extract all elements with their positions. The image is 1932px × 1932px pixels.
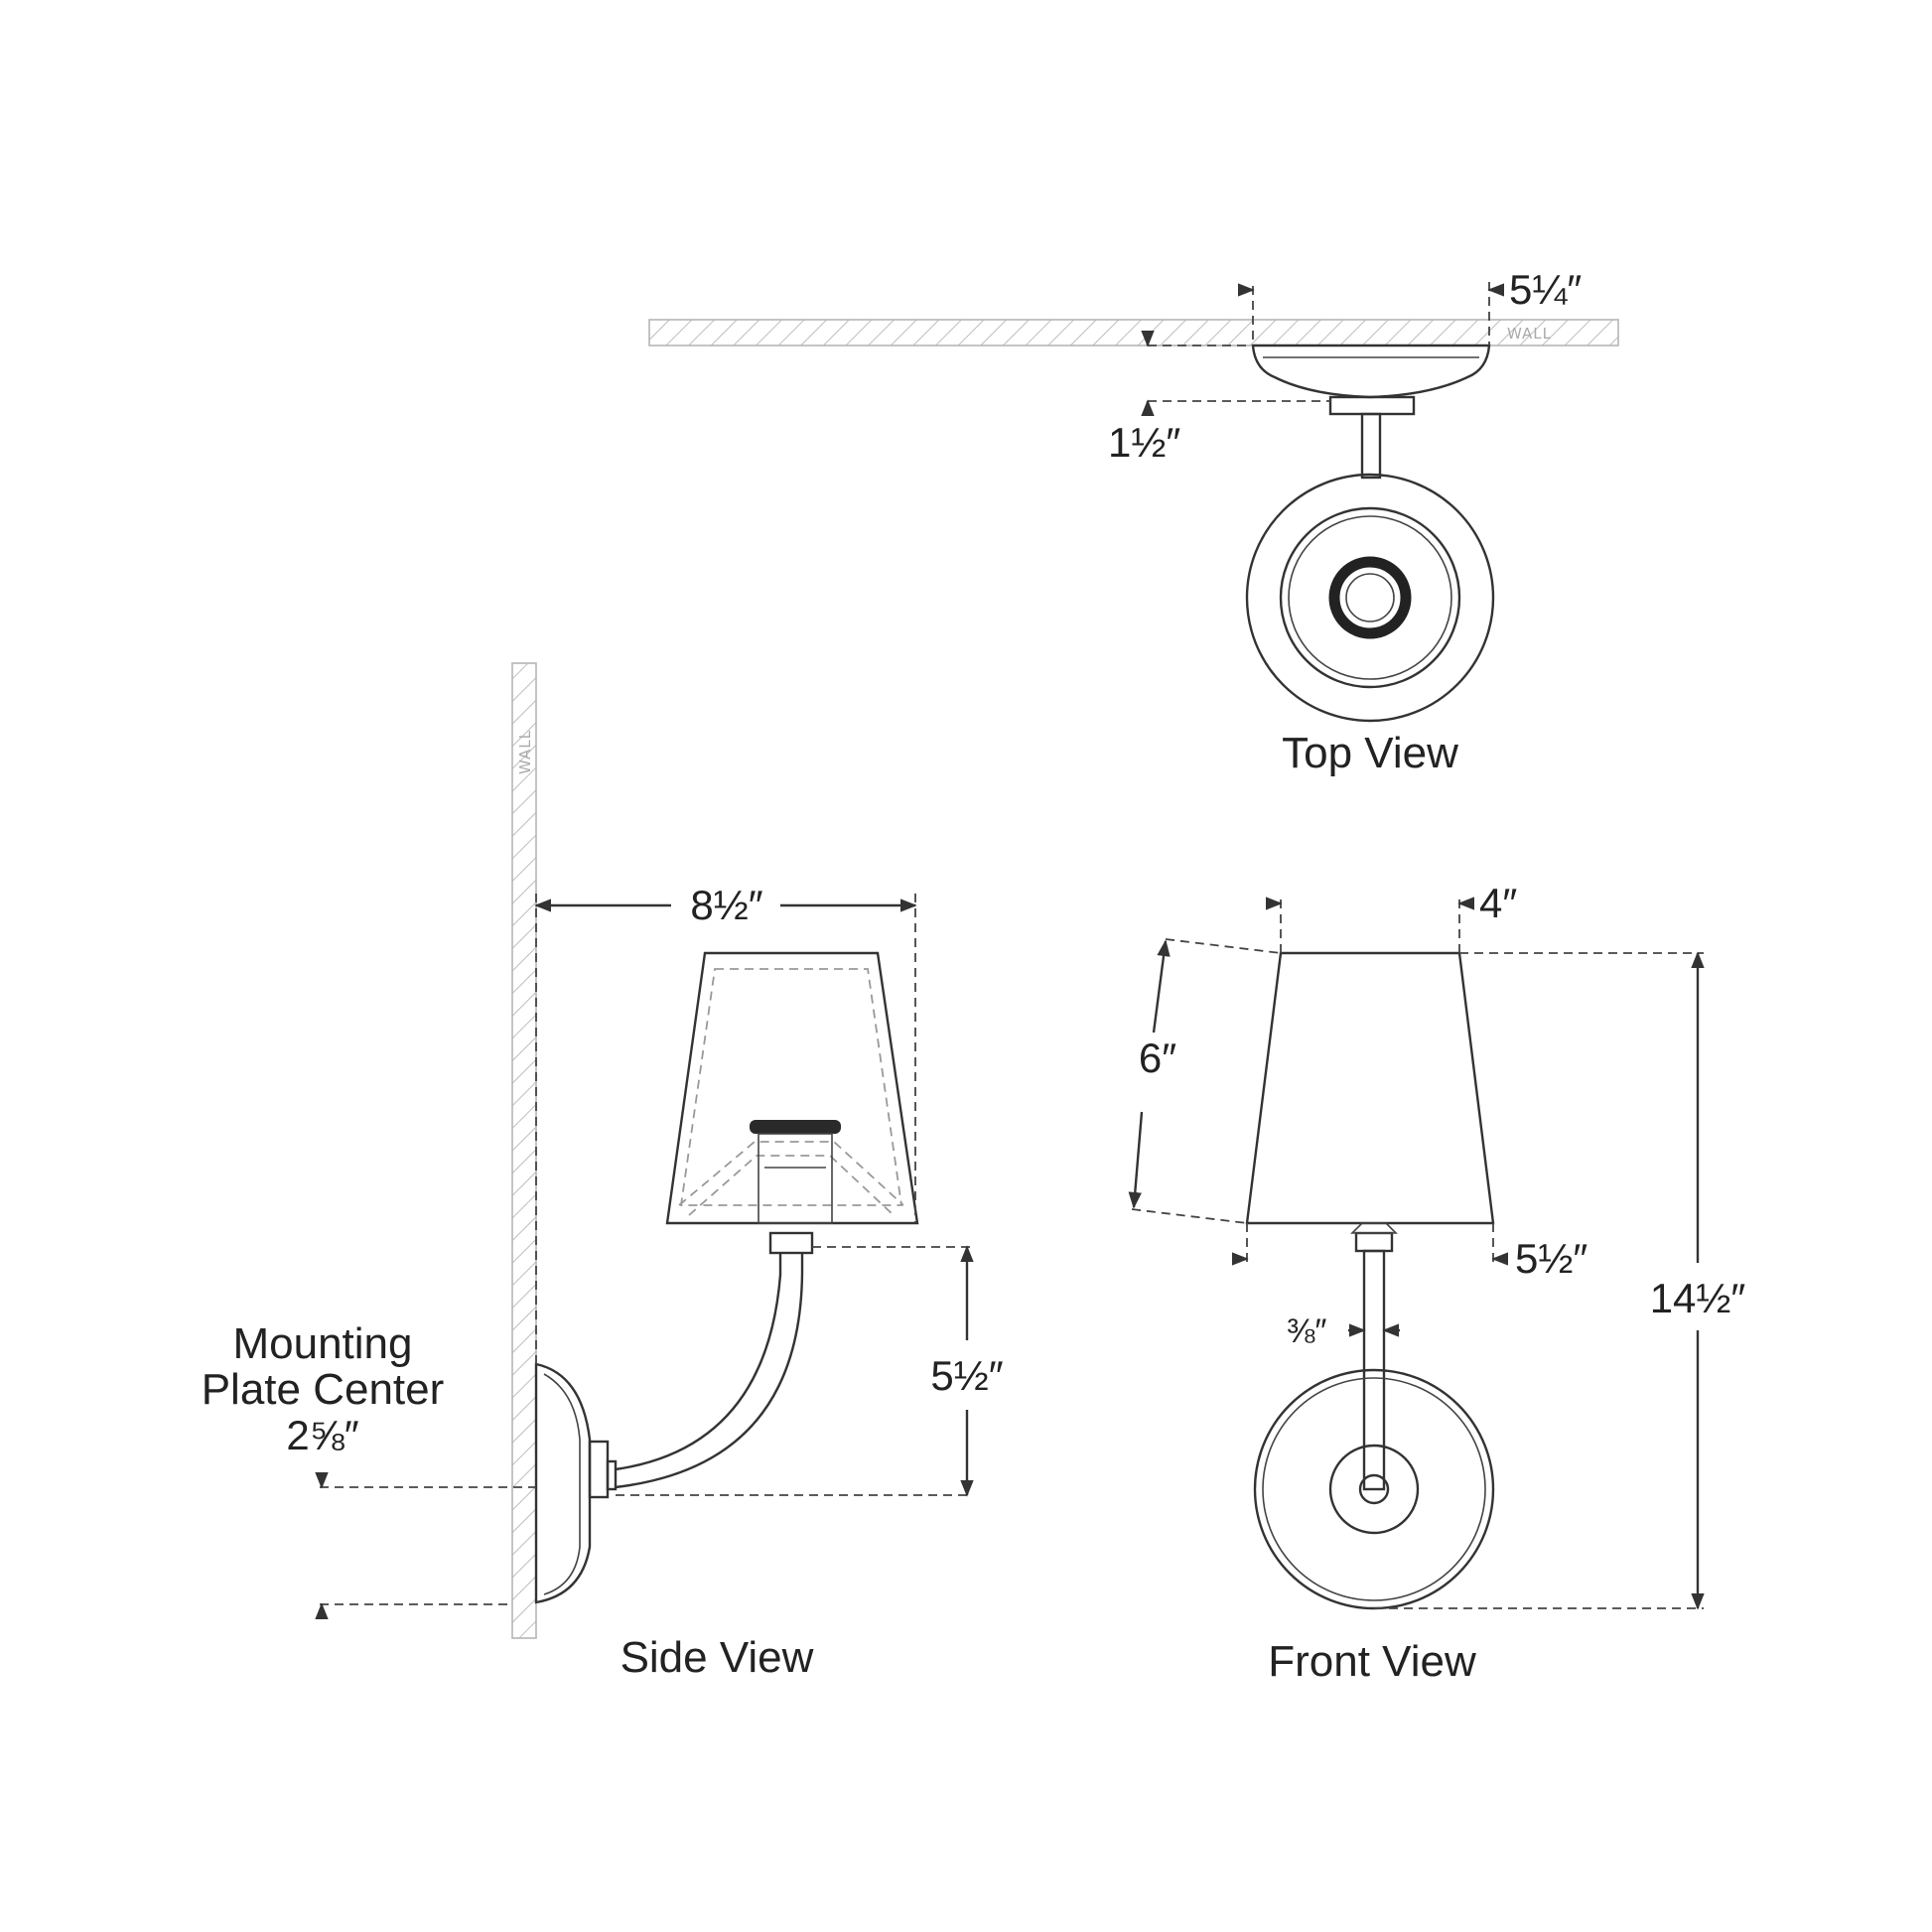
top-arm-collar (1328, 395, 1416, 416)
front-arm-end (1358, 1473, 1390, 1505)
front-backplate-inner (1262, 1377, 1486, 1601)
front-height-dim-bottom (1128, 1111, 1144, 1209)
side-mount-value: 2⅝″ (286, 1412, 358, 1458)
top-view-title: Top View (1282, 729, 1458, 777)
side-shade-liner (679, 968, 903, 1206)
top-shade-outer (1245, 473, 1495, 723)
front-shade-fitter (1354, 1231, 1394, 1253)
side-shade (665, 951, 919, 1225)
side-extension-label: 8½″ (690, 882, 762, 928)
top-depth-label: 1½″ (1108, 419, 1180, 466)
side-arm-knuckle (606, 1459, 618, 1491)
top-wall-tag: WALL (1507, 325, 1552, 343)
front-backplate-collar (1328, 1444, 1420, 1535)
top-socket-center (1345, 573, 1395, 622)
side-wall (511, 662, 537, 1639)
top-shade-inner-rim (1288, 515, 1452, 680)
front-view-title: Front View (1268, 1637, 1476, 1686)
side-view-title: Side View (621, 1633, 814, 1682)
side-arm-height-label: 5½″ (930, 1352, 1003, 1399)
side-mounting-plate (534, 1362, 592, 1604)
top-wall (648, 319, 1619, 346)
front-shade-bottom-label: 5½″ (1515, 1235, 1587, 1282)
side-arm-collar (588, 1440, 610, 1499)
side-diffuser-inner (688, 1155, 895, 1216)
side-mounting-plate-rim (543, 1373, 581, 1595)
side-wall-tag: WALL (516, 730, 534, 774)
front-shade-top-label: 4″ (1479, 880, 1517, 926)
side-socket-cap (750, 1120, 841, 1134)
top-view: WALL 5¼″ 1½″ Top View (648, 266, 1619, 777)
front-shade (1245, 951, 1495, 1225)
front-shade-fitter-cap (1350, 1222, 1398, 1234)
front-overall-height-label: 14½″ (1650, 1275, 1746, 1321)
side-view: WALL 8½″ 5½″ Mounting (202, 662, 1004, 1682)
front-height-ext-bottom (1131, 1208, 1248, 1224)
front-height-ext-top (1165, 938, 1282, 954)
side-arm (615, 1253, 804, 1489)
top-width-label: 5¼″ (1509, 266, 1582, 313)
top-shade-inner (1279, 506, 1461, 689)
side-mount-label-line2: Plate Center (202, 1365, 445, 1414)
side-mount-label-line1: Mounting (232, 1319, 412, 1368)
front-height-dim-top (1152, 939, 1171, 1034)
top-canopy (1251, 344, 1491, 399)
top-arm (1360, 412, 1382, 480)
side-diffuser (678, 1141, 904, 1206)
front-view: 4″ 6″ 5½″ ⅜″ 14½″ Front View (1128, 880, 1746, 1686)
side-shade-fitter (768, 1231, 814, 1255)
front-shade-height-label: 6″ (1139, 1035, 1176, 1081)
top-socket-ring (1328, 556, 1412, 639)
front-arm-diameter-label: ⅜″ (1287, 1312, 1326, 1350)
side-socket-body (758, 1133, 833, 1224)
